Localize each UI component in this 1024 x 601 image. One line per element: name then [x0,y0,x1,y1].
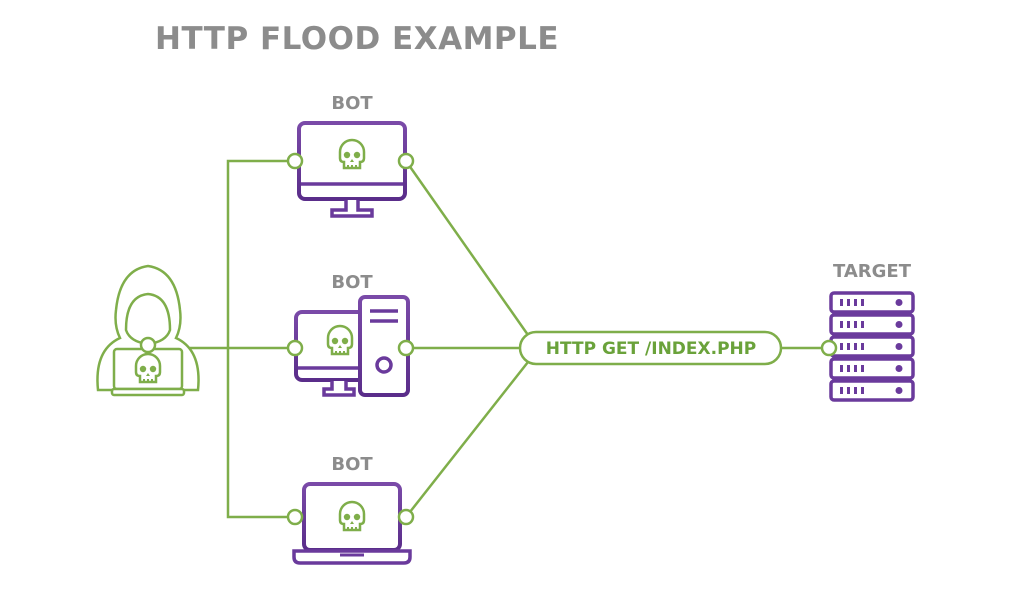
server-vent [861,299,864,306]
request-label: HTTP GET /INDEX.PHP [546,339,756,359]
server-vent [854,365,857,372]
server-vent [847,299,850,306]
server-led [895,387,903,394]
bot-2-port-out [397,339,415,357]
bot-3-label: BOT [331,454,373,475]
server-vent [861,387,864,394]
request-pill [518,330,783,366]
server-unit [829,379,915,402]
bot-3-port-in [286,508,304,526]
server-led [895,365,903,372]
bot-3: BOT [286,454,415,565]
server-vent [861,343,864,350]
target: TARGET [820,261,915,402]
laptop-icon [292,482,412,565]
wire-bot-1-to-request [404,160,530,336]
wire-bot-3-to-request [405,361,529,518]
server-vent [861,365,864,372]
target-label: TARGET [833,261,912,282]
server-vent [847,343,850,350]
server-vent [854,299,857,306]
bot-3-port-out [397,508,415,526]
server-unit [829,291,915,314]
server-vent [840,365,843,372]
server-vent [847,365,850,372]
server-vent [847,387,850,394]
server-unit [829,313,915,336]
target-port [820,339,838,357]
server-vent [840,387,843,394]
server-led [895,321,903,328]
server-led [895,343,903,350]
bot-1-port-in [286,152,304,170]
server-rack-icon [829,291,915,402]
bot-2-label: BOT [331,272,373,293]
server-unit [829,357,915,380]
bot-2-port-in [286,339,304,357]
server-led [895,299,903,306]
server-vent [840,321,843,328]
connection-lines [185,159,830,519]
server-vent [840,343,843,350]
desktop-tower-icon [294,295,410,397]
server-vent [861,321,864,328]
bot-2: BOT [286,272,415,397]
wire-bus-to-bot-1 [226,159,296,519]
server-vent [854,321,857,328]
http-request-node: HTTP GET /INDEX.PHP [518,330,783,366]
server-vent [847,321,850,328]
server-vent [854,343,857,350]
bot-1-port-out [397,152,415,170]
server-vent [840,299,843,306]
bot-1-label: BOT [331,93,373,114]
hooded-hacker-icon [96,264,200,397]
server-unit [829,335,915,358]
diagram-title: HTTP FLOOD EXAMPLE [155,21,559,57]
monitor-icon [297,121,407,218]
server-vent [854,387,857,394]
bot-1: BOT [286,93,415,218]
